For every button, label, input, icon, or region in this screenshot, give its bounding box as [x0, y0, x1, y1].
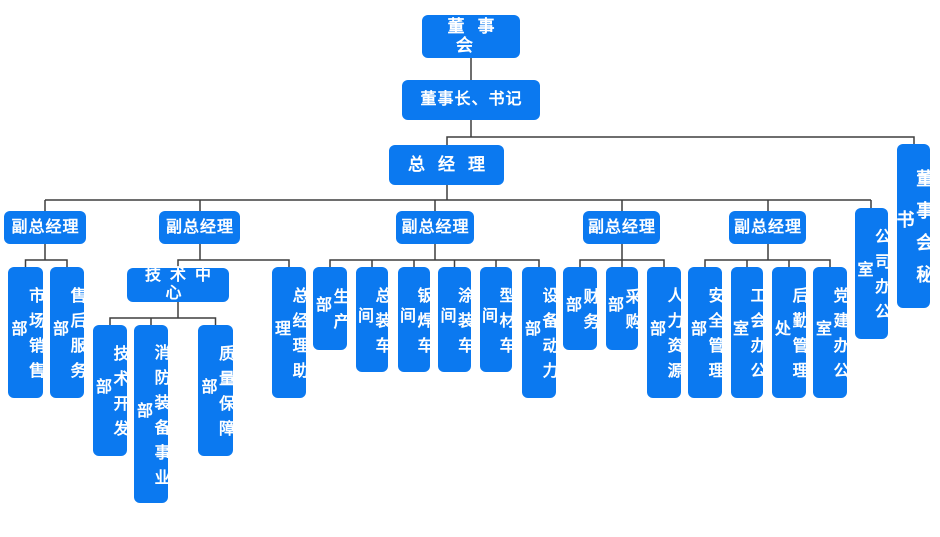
- org-node-chairman: 董事长、书记: [402, 80, 540, 120]
- org-node-quality: 质量保障部: [198, 325, 233, 456]
- org-node-vp2: 副总经理: [159, 211, 240, 244]
- org-node-union-office: 工会办公室: [730, 267, 765, 398]
- org-node-purchasing: 采购部: [605, 267, 640, 350]
- org-node-sheet-welding-shop: 钣焊车间: [397, 267, 432, 372]
- org-node-vp3: 副总经理: [396, 211, 474, 244]
- org-node-finance: 财务部: [563, 267, 598, 350]
- org-node-painting-shop: 涂装车间: [438, 267, 472, 372]
- org-node-board-secretary: 董事会秘书: [895, 144, 934, 308]
- org-node-marketing-sales: 市场销售部: [8, 267, 43, 398]
- org-node-fire-equipment: 消防装备事业部: [134, 325, 169, 503]
- org-node-tech-dev: 技术开发部: [93, 325, 128, 456]
- org-node-safety: 安全管理部: [688, 267, 723, 398]
- org-node-general-manager: 总经理: [389, 145, 504, 185]
- org-node-hr: 人力资源部: [647, 267, 682, 398]
- org-node-party-building: 党建办公室: [813, 267, 848, 398]
- org-node-assembly-shop: 总装车间: [355, 267, 390, 372]
- org-node-tech-center: 技术中心: [127, 267, 229, 302]
- org-node-production: 生产部: [313, 267, 348, 350]
- org-node-logistics: 后勤管理处: [772, 267, 807, 398]
- org-node-equipment-power: 设备动力部: [522, 267, 557, 398]
- org-node-profile-shop: 型材车间: [479, 267, 514, 372]
- org-node-vp5: 副总经理: [729, 211, 806, 244]
- org-node-board: 董事会: [422, 15, 520, 58]
- org-node-vp1: 副总经理: [4, 211, 86, 244]
- org-node-company-office: 公司办公室: [855, 208, 889, 339]
- org-node-vp4: 副总经理: [583, 211, 660, 244]
- org-node-gm-assistant: 总经理助理: [272, 267, 307, 398]
- org-node-after-sales: 售后服务部: [50, 267, 85, 398]
